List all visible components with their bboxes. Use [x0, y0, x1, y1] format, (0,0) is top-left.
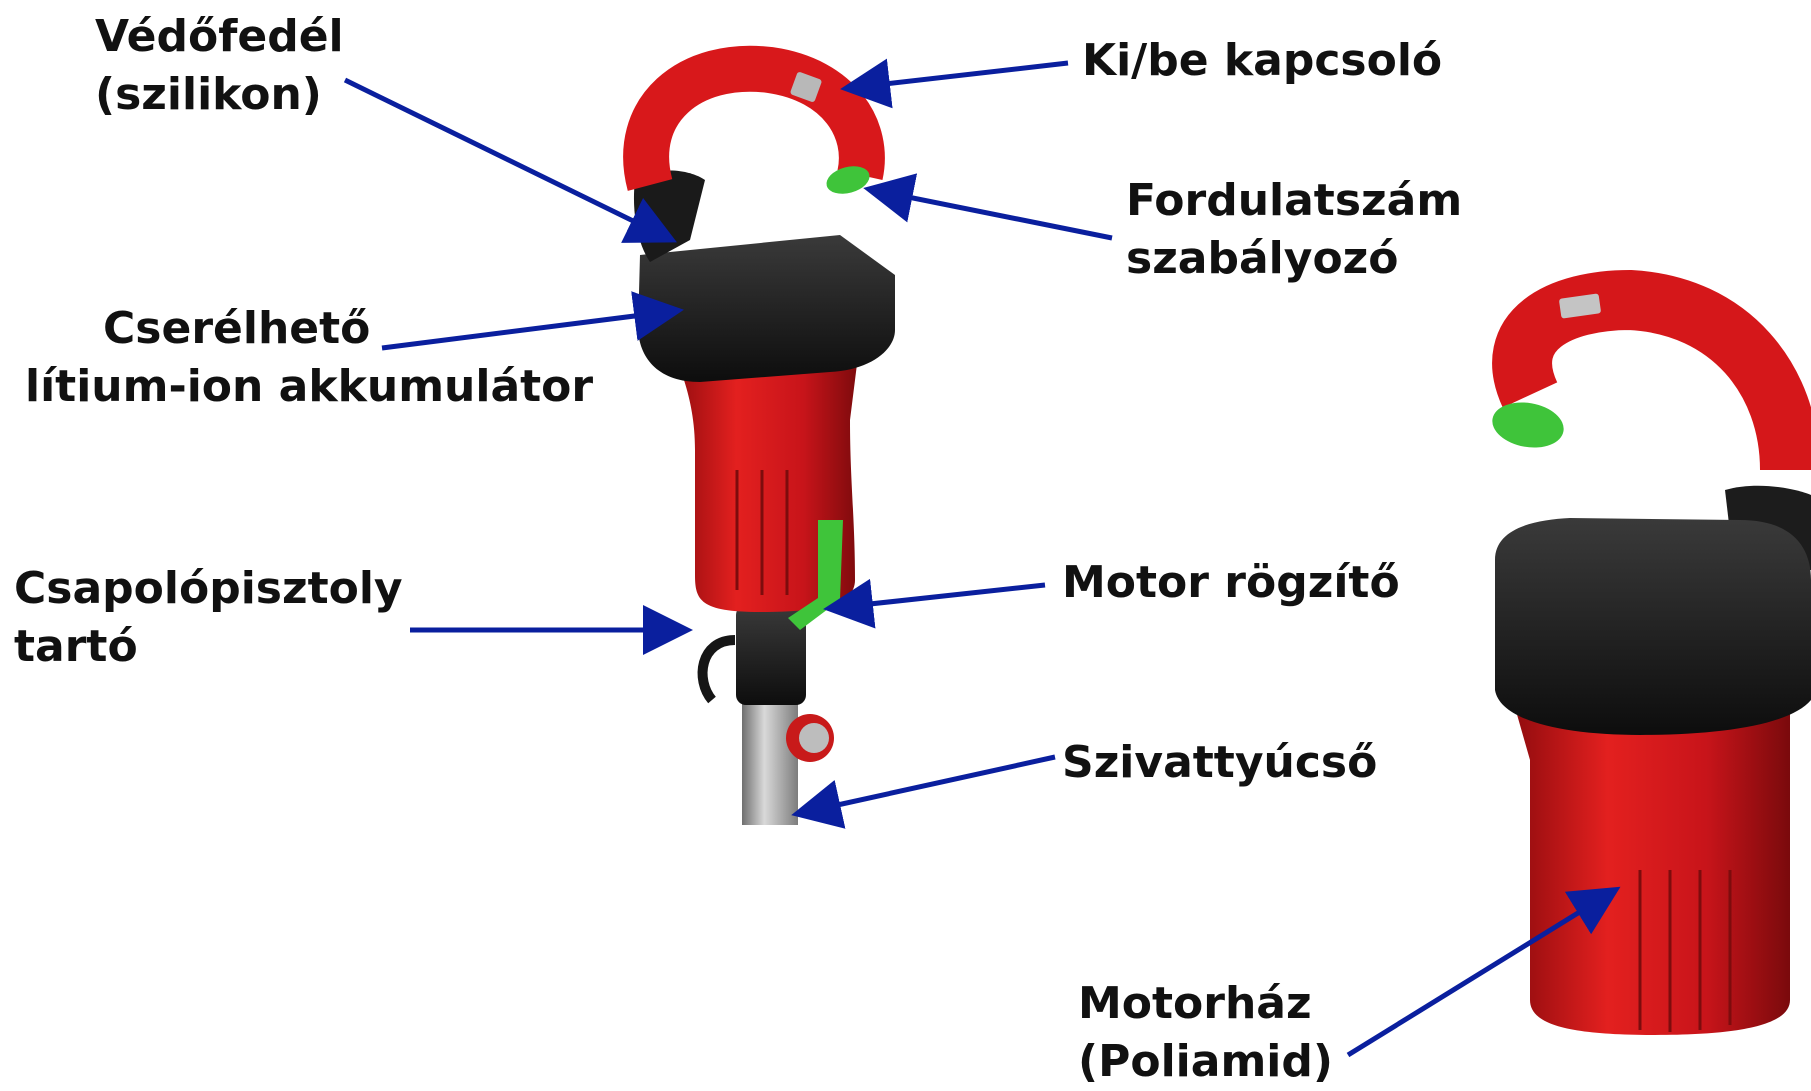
handle-arc: [646, 69, 862, 185]
label-speed-control: Fordulatszám szabályozó: [1126, 172, 1462, 288]
label-motor-lock: Motor rögzítő: [1062, 554, 1400, 612]
label-battery: Cserélhető lítium-ion akkumulátor: [25, 300, 593, 416]
arrow-motor-lock: [833, 585, 1045, 608]
label-on-off-switch: Ki/be kapcsoló: [1082, 32, 1442, 90]
housing-handle-arc: [1522, 300, 1790, 470]
motor-housing-body: [1510, 690, 1790, 1035]
motor-housing-illustration: [1489, 293, 1811, 1035]
housing-battery-pack: [1495, 518, 1811, 735]
label-pump-tube: Szivattyúcső: [1062, 734, 1377, 792]
arrow-protective-cover: [345, 80, 668, 238]
arrow-speed-control: [873, 190, 1112, 238]
pump-tube: [742, 700, 798, 825]
label-gun-holder: Csapolópisztoly tartó: [14, 560, 403, 676]
pump-left-illustration: [634, 69, 895, 825]
label-protective-cover: Védőfedél (szilikon): [95, 8, 344, 124]
gun-holder: [703, 640, 735, 700]
arrow-pump-tube: [801, 757, 1055, 813]
battery-pack: [638, 235, 895, 382]
label-motor-housing: Motorház (Poliamid): [1078, 975, 1333, 1091]
arrow-on-off-switch: [850, 63, 1068, 88]
